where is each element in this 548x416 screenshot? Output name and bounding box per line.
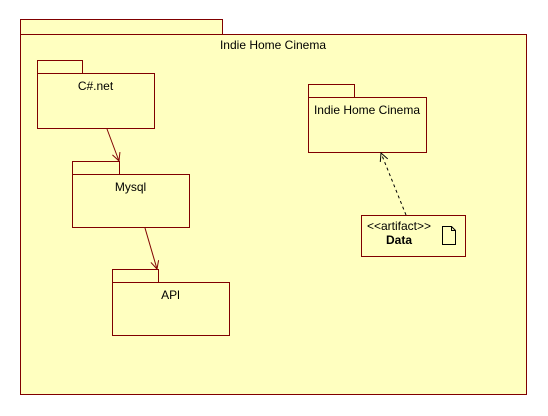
package-mysql-label: Mysql	[114, 180, 147, 194]
package-csharp-tab	[37, 60, 83, 74]
dependency-mysql-to-api[interactable]	[144, 227, 157, 269]
package-csharp-body	[37, 73, 155, 129]
package-csharp[interactable]	[37, 60, 155, 129]
package-inner-cinema-body	[308, 97, 427, 153]
package-mysql-body	[72, 174, 190, 228]
package-api-label: APl	[161, 288, 180, 302]
artifact-name: Data	[385, 233, 412, 247]
document-icon	[442, 226, 456, 245]
outer-package-label: Indie Home Cinema	[219, 38, 327, 52]
package-mysql[interactable]	[72, 161, 190, 228]
package-mysql-tab	[72, 161, 120, 175]
package-inner-cinema-tab	[308, 84, 355, 98]
artifact-data[interactable]	[361, 215, 466, 257]
package-api-body	[112, 282, 230, 336]
package-inner-cinema[interactable]	[308, 84, 427, 153]
package-inner-cinema-label: Indie Home Cinema	[313, 103, 421, 117]
dependency-csharp-to-mysql[interactable]	[106, 128, 119, 161]
package-api[interactable]	[112, 269, 230, 336]
artifact-stereotype: <<artifact>>	[366, 219, 432, 233]
package-api-tab	[112, 269, 159, 283]
outer-package-tab	[20, 19, 223, 35]
package-csharp-label: C#.net	[77, 79, 114, 93]
dependency-data-to-inner-cinema[interactable]	[381, 153, 407, 216]
